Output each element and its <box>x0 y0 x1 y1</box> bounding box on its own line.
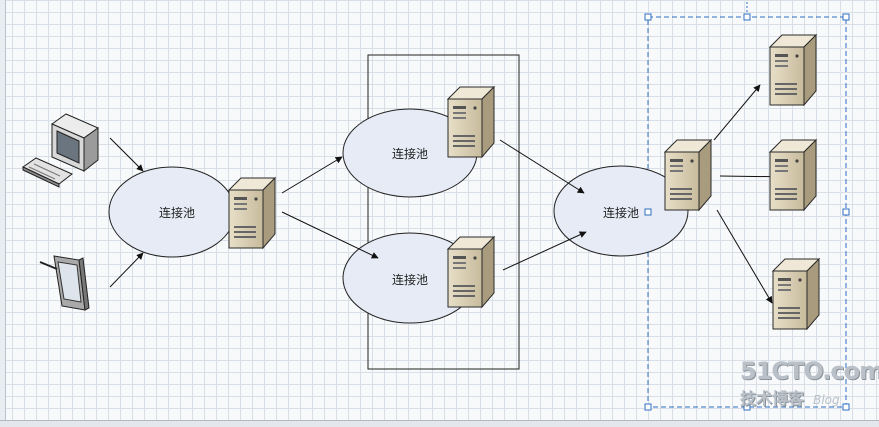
server-icon[interactable] <box>769 139 817 211</box>
connector-tablet-to-pool[interactable] <box>109 252 144 288</box>
connector-left-to-bottom[interactable] <box>281 211 379 259</box>
server-icon[interactable] <box>664 139 712 211</box>
watermark-site: 51CTO.com <box>740 357 879 385</box>
tablet-device-icon[interactable] <box>39 255 90 311</box>
watermark-subtitle: 技术博客 <box>740 389 805 408</box>
pool-label: 连接池 <box>602 206 639 220</box>
connector-to-server-3[interactable] <box>716 209 773 304</box>
pool-label: 连接池 <box>391 273 428 287</box>
canvas-bottom-scrollbar[interactable] <box>0 420 879 427</box>
connector-to-server-1[interactable] <box>713 84 761 141</box>
pool-label: 连接池 <box>391 147 428 161</box>
connector-desktop-to-pool[interactable] <box>109 137 144 172</box>
canvas-left-ruler <box>0 0 6 426</box>
watermark-blog: Blog <box>813 393 840 407</box>
server-icon[interactable] <box>228 177 276 249</box>
site-watermark: 51CTO.com 技术博客 Blog <box>740 357 879 409</box>
connector-bottom-to-right[interactable] <box>502 231 587 271</box>
connector-left-to-top[interactable] <box>281 156 343 194</box>
pool-label: 连接池 <box>158 206 195 220</box>
connector-top-to-right[interactable] <box>499 139 585 194</box>
pool-right-ellipse[interactable] <box>553 165 689 257</box>
server-icon[interactable] <box>772 258 820 330</box>
desktop-computer-icon[interactable] <box>22 113 100 188</box>
cluster-box[interactable] <box>367 54 520 370</box>
selection-handles[interactable] <box>644 13 850 411</box>
server-icon[interactable] <box>769 34 817 106</box>
